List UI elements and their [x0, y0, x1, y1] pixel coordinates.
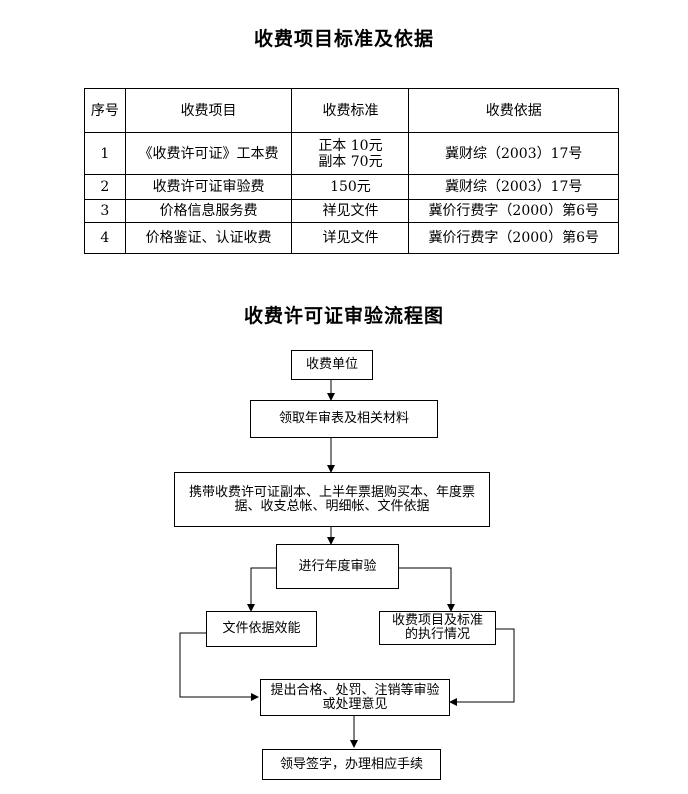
header-item: 收费项目	[124, 88, 293, 133]
cell-standard: 详见文件	[291, 222, 410, 254]
flow-node-bring-documents: 携带收费许可证副本、上半年票据购买本、年度票据、收支总帐、明细帐、文件依据	[174, 472, 490, 527]
table-title: 收费项目标准及依据	[253, 28, 434, 50]
fee-standards-table: 序号 收费项目 收费标准 收费依据 1 《收费许可证》工本费 正本 10元 副本…	[84, 88, 619, 254]
node-label: 领取年审表及相关材料	[278, 411, 409, 426]
cell-standard: 正本 10元 副本 70元	[291, 132, 410, 175]
cell-no: 4	[84, 222, 126, 254]
node-label: 收费单位	[305, 357, 358, 372]
cell-item: 价格鉴证、认证收费	[124, 222, 293, 254]
standard-line: 副本 70元	[318, 153, 383, 170]
header-basis: 收费依据	[408, 88, 619, 133]
header-standard: 收费标准	[291, 88, 410, 133]
flow-node-get-forms: 领取年审表及相关材料	[250, 400, 438, 438]
flow-node-document-validity: 文件依据效能	[206, 611, 317, 647]
flow-node-payer: 收费单位	[291, 350, 373, 380]
node-label: 携带收费许可证副本、上半年票据购买本、年度票据、收支总帐、明细帐、文件依据	[188, 484, 475, 514]
node-label: 文件依据效能	[222, 621, 301, 636]
table-header-row: 序号 收费项目 收费标准 收费依据	[84, 88, 619, 133]
cell-standard: 150元	[291, 174, 410, 200]
arrow-n4-n6	[399, 567, 455, 612]
flow-node-execution-status: 收费项目及标准的执行情况	[379, 611, 496, 645]
cell-item: 价格信息服务费	[124, 199, 293, 223]
flow-node-review-opinion: 提出合格、处罚、注销等审验或处理意见	[260, 679, 450, 716]
arrow-n6-n7	[449, 628, 515, 706]
cell-basis: 冀财综（2003）17号	[408, 174, 619, 200]
flow-node-annual-review: 进行年度审验	[276, 544, 399, 589]
flowchart-title: 收费许可证审验流程图	[243, 305, 444, 327]
arrow-n5-n7	[179, 632, 259, 701]
node-label: 提出合格、处罚、注销等审验或处理意见	[270, 682, 440, 712]
arrow-n4-n5	[247, 567, 276, 612]
flow-node-leader-sign: 领导签字，办理相应手续	[262, 749, 441, 780]
node-label: 领导签字，办理相应手续	[279, 756, 423, 772]
cell-item: 收费许可证审验费	[124, 174, 293, 200]
table-row: 4 价格鉴证、认证收费 详见文件 冀价行费字（2000）第6号	[84, 222, 619, 254]
node-label: 进行年度审验	[298, 558, 377, 574]
standard-line: 正本 10元	[318, 137, 383, 154]
node-label: 收费项目及标准的执行情况	[391, 613, 483, 642]
cell-basis: 冀价行费字（2000）第6号	[408, 199, 619, 223]
cell-item: 《收费许可证》工本费	[124, 132, 293, 175]
cell-basis: 冀价行费字（2000）第6号	[408, 222, 619, 254]
table-row: 2 收费许可证审验费 150元 冀财综（2003）17号	[84, 174, 619, 200]
